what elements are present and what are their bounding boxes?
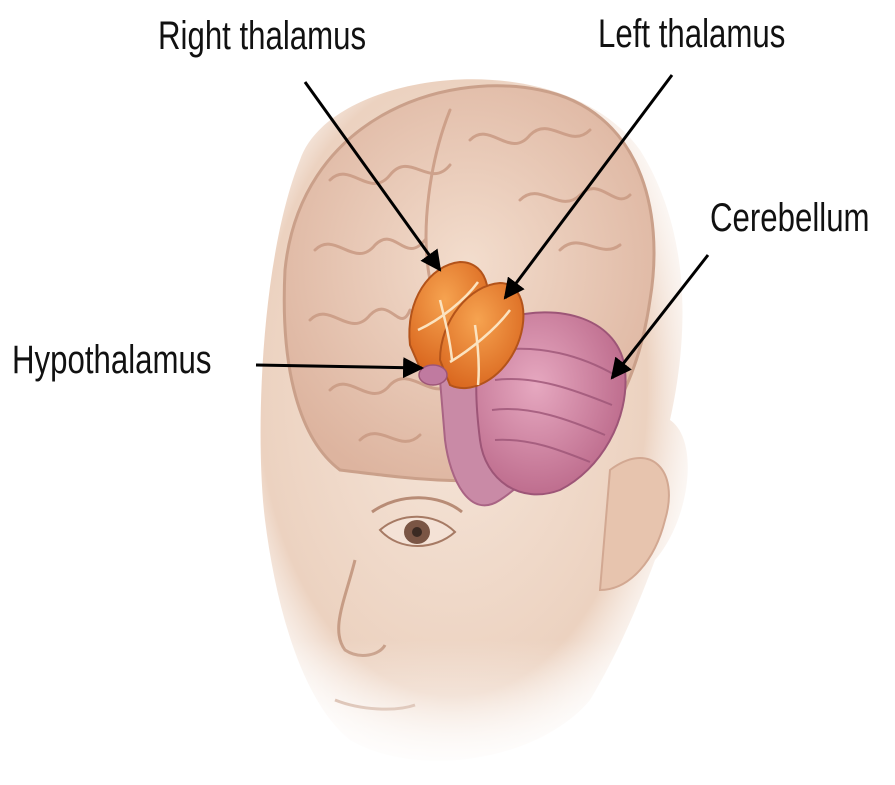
hypothalamus-shape [419, 365, 447, 385]
label-right-thalamus: Right thalamus [158, 16, 366, 56]
label-cerebellum: Cerebellum [710, 198, 870, 238]
ear [600, 458, 669, 590]
label-hypothalamus: Hypothalamus [12, 340, 211, 380]
label-left-thalamus: Left thalamus [598, 14, 785, 54]
